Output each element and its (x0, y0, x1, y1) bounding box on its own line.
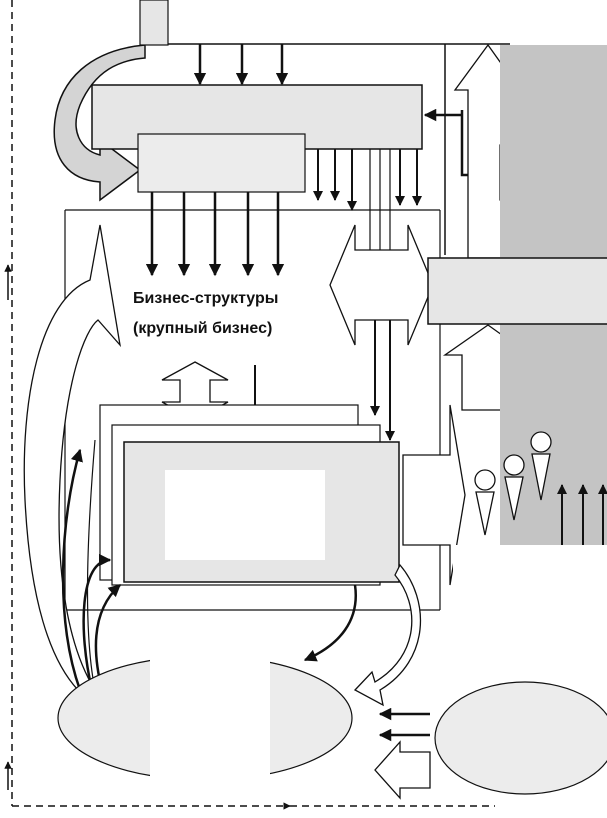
intellectual-output-arrows (313, 149, 422, 320)
left-curved-arrows (61, 439, 121, 691)
government-box (427, 257, 607, 325)
people-figures (474, 431, 552, 536)
outer-dashed-frame (4, 0, 495, 810)
large-business-label: (крупный бизнес) (133, 320, 273, 337)
left-ellipse-mask (150, 655, 270, 795)
top-source-box (139, 0, 169, 46)
right-upward-arrows (557, 484, 607, 545)
personnel-box (137, 133, 306, 193)
between-ellipse-arrows (374, 707, 431, 800)
business-structures-label: Бизнес-структуры (133, 290, 279, 307)
entrepreneurship-down-arrows (303, 563, 422, 707)
personnel-output-arrows (145, 192, 285, 277)
top-input-arrows (168, 43, 510, 255)
double-arrow-business-government (329, 224, 434, 346)
curved-return-arrow-top (53, 0, 146, 202)
entrepreneurship-stack (99, 404, 400, 586)
population-panel (453, 545, 607, 640)
right-ellipse (434, 681, 607, 795)
right-hollow-arrow (402, 404, 466, 586)
